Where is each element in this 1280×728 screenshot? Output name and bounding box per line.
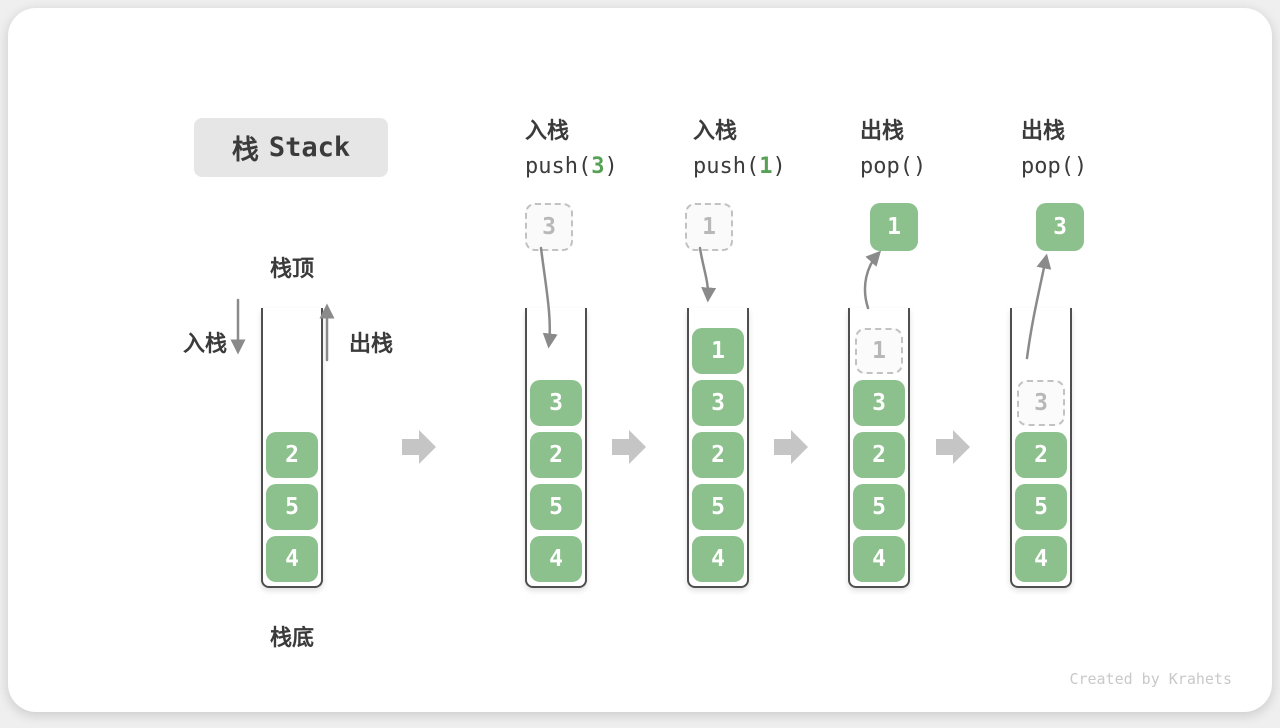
op-label: 入栈 push(1) — [693, 114, 893, 184]
stack-cell: 3 — [692, 380, 744, 426]
popped-ghost-cell: 1 — [855, 328, 903, 374]
call-post: ) — [912, 154, 927, 179]
popped-value-box: 1 — [870, 203, 918, 251]
stack-bottom-label: 栈底 — [269, 626, 314, 651]
stack-cell: 5 — [530, 484, 582, 530]
op-name: 出栈 — [860, 119, 905, 144]
stack-cell: 5 — [853, 484, 905, 530]
stack-cell: 4 — [1015, 536, 1067, 582]
stack-cell: 2 — [1015, 432, 1067, 478]
op-call: push(3) — [525, 149, 725, 184]
title-en: Stack — [268, 132, 351, 163]
stack-container: 1 3 2 5 4 — [848, 308, 910, 588]
stack-container: 1 3 2 5 4 — [687, 308, 749, 588]
stack-cell: 1 — [692, 328, 744, 374]
stack-cell: 2 — [266, 432, 318, 478]
title-zh: 栈 — [231, 135, 259, 166]
stack-cell: 4 — [853, 536, 905, 582]
call-pre: pop( — [1021, 154, 1074, 179]
call-pre: pop( — [860, 154, 913, 179]
popped-value-box: 3 — [1036, 203, 1084, 251]
call-post: ) — [604, 154, 618, 179]
stack-after-pop-1: 出栈 pop() 1 1 3 2 5 4 — [848, 8, 926, 728]
push-direction-label: 入栈 — [183, 332, 228, 357]
stack-cell: 2 — [692, 432, 744, 478]
stack-cell: 3 — [530, 380, 582, 426]
stack-container: 3 2 5 4 — [1010, 308, 1072, 588]
incoming-value-box: 3 — [525, 203, 573, 251]
popped-ghost-cell: 3 — [1017, 380, 1065, 426]
call-arg: 1 — [759, 154, 773, 179]
stack-cell: 2 — [530, 432, 582, 478]
op-call: pop() — [860, 149, 1060, 184]
stack-cell: 4 — [266, 536, 318, 582]
stack-cell: 3 — [853, 380, 905, 426]
stack-after-push-3: 入栈 push(3) 3 3 2 5 4 — [525, 8, 618, 728]
op-name: 入栈 — [525, 119, 570, 144]
op-label: 入栈 push(3) — [525, 114, 725, 184]
op-label: 出栈 pop() — [860, 114, 1060, 184]
watermark: Created by Krahets — [1069, 670, 1232, 688]
stack-cell: 4 — [530, 536, 582, 582]
stack-after-pop-3: 出栈 pop() 3 3 2 5 4 — [1010, 8, 1087, 728]
call-arg: 3 — [591, 154, 605, 179]
stack-initial: 栈顶 栈底 入栈 出栈 2 5 4 — [183, 8, 393, 728]
op-call: pop() — [1021, 149, 1221, 184]
stack-cell: 5 — [1015, 484, 1067, 530]
stack-container: 3 2 5 4 — [525, 308, 587, 588]
stack-cell: 5 — [266, 484, 318, 530]
stack-container: 2 5 4 — [261, 308, 323, 588]
op-name: 出栈 — [1021, 119, 1066, 144]
stack-top-label: 栈顶 — [269, 257, 314, 282]
incoming-value-box: 1 — [685, 203, 733, 251]
call-pre: push( — [525, 154, 592, 179]
figure-card: 栈 Stack 栈顶 栈底 入栈 出栈 2 5 4 入栈 push(3) 3 3… — [8, 8, 1272, 712]
call-post: ) — [1073, 154, 1088, 179]
call-post: ) — [772, 154, 786, 179]
op-name: 入栈 — [693, 119, 738, 144]
op-call: push(1) — [693, 149, 893, 184]
title-badge: 栈 Stack — [194, 118, 388, 177]
stack-after-push-1: 入栈 push(1) 1 1 3 2 5 4 — [685, 8, 786, 728]
op-label: 出栈 pop() — [1021, 114, 1221, 184]
pop-direction-label: 出栈 — [349, 332, 394, 357]
stack-cell: 5 — [692, 484, 744, 530]
stack-cell: 2 — [853, 432, 905, 478]
call-pre: push( — [693, 154, 760, 179]
stack-cell: 4 — [692, 536, 744, 582]
